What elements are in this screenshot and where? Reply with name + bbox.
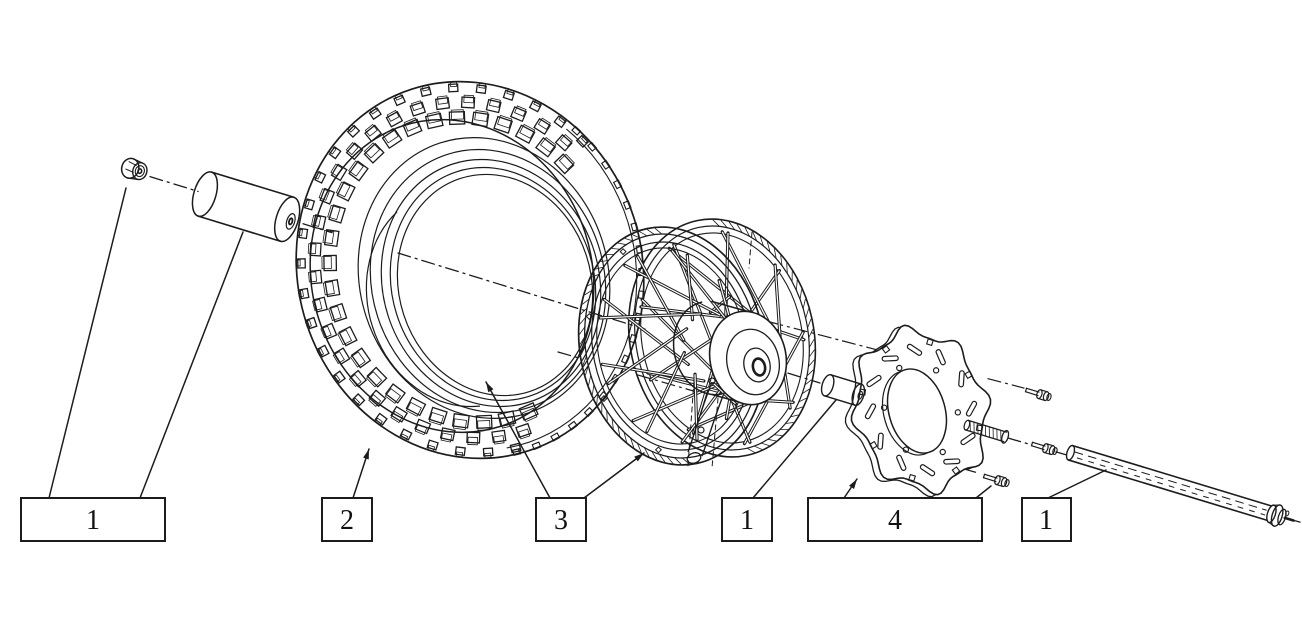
callout-label: 4 — [888, 505, 902, 536]
spoked-wheel-rim — [577, 218, 817, 469]
callout-box-wheel: 3 — [535, 497, 587, 542]
disc-side-spacer — [820, 373, 866, 407]
callout-label: 1 — [1039, 505, 1053, 536]
callout-rect — [721, 497, 773, 542]
callout-rect — [321, 497, 373, 542]
callout-box-axle-parts-left: 1 — [20, 497, 166, 542]
callout-box-axle: 1 — [1021, 497, 1072, 542]
axle-spacer-long — [191, 171, 301, 243]
callout-rect — [20, 497, 166, 542]
callout-label: 2 — [340, 505, 354, 536]
callout-box-tire: 2 — [321, 497, 373, 542]
axle-nut — [120, 157, 148, 181]
wheel-hub — [672, 300, 788, 406]
callout-rect — [1021, 497, 1072, 542]
callout-leader-lines — [48, 187, 1107, 499]
front-axle — [1065, 444, 1295, 527]
callout-label: 1 — [740, 505, 754, 536]
callout-label: 1 — [86, 505, 100, 536]
callout-box-spacer: 1 — [721, 497, 773, 542]
brake-disc — [844, 324, 992, 498]
callout-rect — [807, 497, 983, 542]
disc-bolts — [982, 387, 1058, 488]
callout-label: 3 — [554, 505, 568, 536]
threaded-rod — [963, 419, 1010, 444]
callout-rect — [535, 497, 587, 542]
callout-box-brake-disc: 4 — [807, 497, 983, 542]
